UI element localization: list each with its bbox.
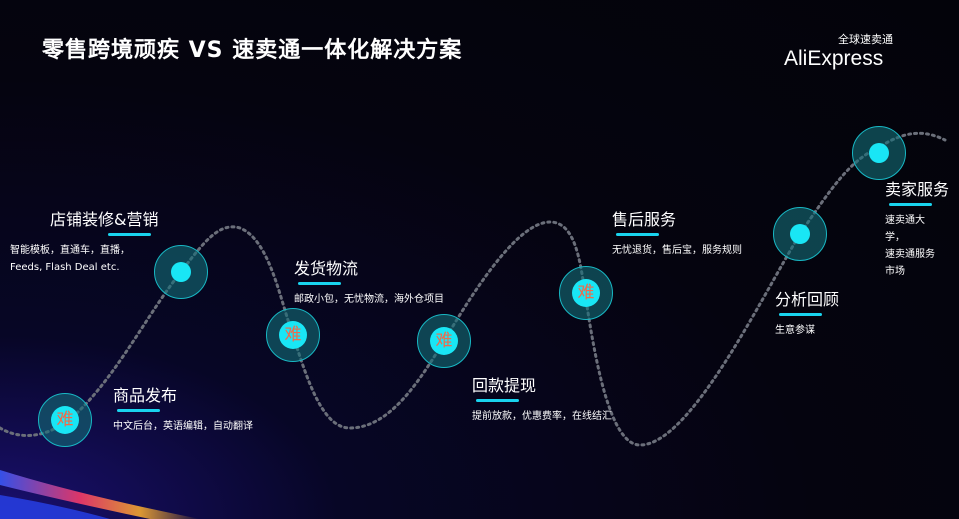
stage-node-1: 难 (38, 393, 92, 447)
stage-desc: 学， (885, 232, 905, 243)
logo-cn: 全球速卖通 (838, 33, 893, 46)
stage-desc: 速卖通大 (885, 215, 925, 226)
stage-node-3: 难 (266, 308, 320, 362)
stage-desc: 中文后台，英语编辑，自动翻译 (113, 421, 253, 432)
stage-label-2: 店铺装修&营销 智能模板，直通车，直播， Feeds, Flash Deal e… (10, 210, 158, 276)
stage-label-6: 分析回顾 生意参谋 (775, 290, 839, 339)
underline (889, 203, 932, 206)
underline (616, 233, 659, 236)
underline (298, 282, 341, 285)
stage-desc: 邮政小包，无忧物流，海外仓项目 (294, 294, 444, 305)
stage-label-1: 商品发布 中文后台，英语编辑，自动翻译 (113, 386, 253, 435)
stage-title: 回款提现 (472, 376, 537, 395)
stage-title: 售后服务 (612, 210, 677, 229)
stage-title: 店铺装修&营销 (50, 210, 159, 229)
stage-label-3: 发货物流 邮政小包，无忧物流，海外仓项目 (294, 259, 444, 308)
hard-marker: 难 (279, 321, 307, 349)
stage-desc: 智能模板，直通车，直播， (10, 245, 130, 256)
hard-marker: 难 (430, 327, 458, 355)
stage-desc: Feeds, Flash Deal etc. (10, 262, 120, 273)
stage-title: 发货物流 (294, 259, 359, 278)
page-title: 零售跨境顽疾 VS 速卖通一体化解决方案 (42, 38, 463, 63)
stage-node-4: 难 (417, 314, 471, 368)
stage-label-5: 售后服务 无忧退货，售后宝，服务规则 (612, 210, 742, 259)
logo-en: AliExpress (784, 47, 884, 70)
stage-label-7: 卖家服务 速卖通大 学， 速卖通服务 市场 (885, 180, 949, 280)
color-swoosh-2 (0, 495, 110, 519)
underline (779, 313, 822, 316)
stage-title: 分析回顾 (775, 290, 840, 309)
underline (108, 233, 151, 236)
stage-desc: 速卖通服务 (885, 249, 935, 260)
stage-desc: 市场 (885, 266, 905, 277)
stage-desc: 生意参谋 (775, 325, 815, 336)
hard-marker: 难 (51, 406, 79, 434)
stage-desc: 无忧退货，售后宝，服务规则 (612, 245, 742, 256)
stage-title: 卖家服务 (885, 180, 950, 199)
dot-icon (869, 143, 889, 163)
stage-node-5: 难 (559, 266, 613, 320)
color-swoosh (0, 470, 200, 519)
aliexpress-logo: 全球速卖通 AliExpress (784, 34, 908, 72)
dot-icon (171, 262, 191, 282)
stage-desc: 提前放款，优惠费率，在线结汇 (472, 411, 612, 422)
stage-node-7 (852, 126, 906, 180)
stage-title: 商品发布 (113, 386, 178, 405)
hard-marker: 难 (572, 279, 600, 307)
stage-node-6 (773, 207, 827, 261)
stage-label-4: 回款提现 提前放款，优惠费率，在线结汇 (472, 376, 612, 425)
dot-icon (790, 224, 810, 244)
underline (476, 399, 519, 402)
stage-node-2 (154, 245, 208, 299)
underline (117, 409, 160, 412)
